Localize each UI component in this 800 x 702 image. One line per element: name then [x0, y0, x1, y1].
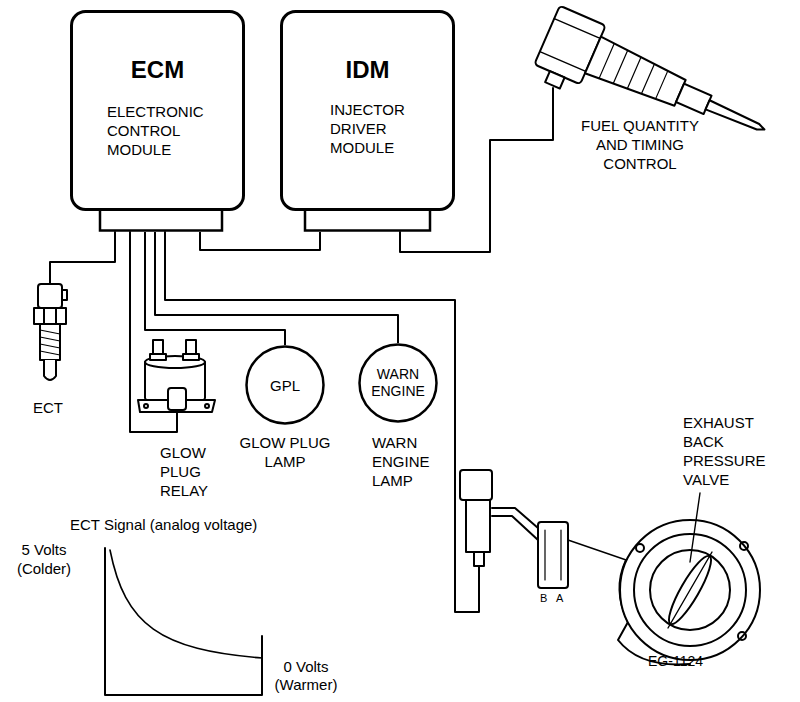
axis-label: 0 Volts (Warmer)	[266, 658, 346, 694]
ebp-solenoid	[165, 232, 632, 612]
wire	[145, 232, 285, 345]
ebp-solenoid	[538, 522, 568, 588]
lamp-text: GPL	[250, 376, 320, 395]
fuel-injector	[400, 6, 777, 252]
part-label: FUEL QUANTITY AND TIMING CONTROL	[570, 116, 710, 173]
part-label: ECT	[33, 398, 63, 417]
exhaust-valve	[740, 542, 748, 550]
fuel-injector	[545, 71, 564, 88]
lamp-label: GLOW PLUG LAMP	[230, 433, 340, 471]
exhaust-valve	[618, 493, 760, 665]
ect-sensor	[34, 308, 66, 324]
ect-sensor	[62, 290, 67, 300]
ect-signal-graph	[105, 548, 262, 695]
lamp-circle	[360, 345, 437, 422]
glow-plug-relay	[205, 404, 209, 408]
lamp-circle: GPLGLOW PLUG LAMP	[245, 345, 325, 425]
ect-sensor	[40, 324, 60, 360]
ect-signal-graph	[110, 550, 262, 658]
wire	[155, 232, 398, 343]
lamp-label: WARN ENGINE LAMP	[372, 433, 444, 490]
module-box	[72, 12, 244, 210]
wire	[200, 232, 320, 250]
glow-plug-relay	[183, 354, 199, 360]
ect-sensor	[40, 330, 60, 355]
graph-title: ECT Signal (analog voltage)	[70, 515, 257, 534]
module-box	[282, 12, 454, 210]
pin-label: B	[540, 592, 547, 605]
lamp-text: WARN ENGINE	[363, 366, 433, 400]
ebp-solenoid	[474, 552, 484, 566]
glow-plug-relay	[153, 340, 163, 355]
glow-plug-relay	[150, 354, 166, 360]
ebp-solenoid	[492, 516, 538, 540]
connector-tab	[100, 208, 222, 231]
pin-label: A	[556, 592, 563, 605]
ect-sensor	[50, 232, 115, 284]
exhaust-valve	[620, 520, 760, 660]
ebp-solenoid	[545, 530, 561, 580]
module-outline	[70, 10, 245, 232]
fuel-injector	[585, 37, 688, 112]
fuel-injector	[540, 52, 586, 72]
ebp-solenoid	[568, 540, 632, 562]
exhaust-valve	[634, 534, 746, 646]
control-module: ECM ELECTRONIC CONTROL MODULE	[70, 10, 245, 232]
exhaust-valve	[668, 552, 712, 628]
glow-plug-relay	[168, 388, 186, 410]
ebp-solenoid	[460, 470, 492, 500]
lamp-circle: WARN ENGINEWARN ENGINE LAMP	[358, 343, 438, 423]
ect-signal-graph	[105, 548, 262, 695]
connector-tab	[305, 208, 430, 231]
lamp-circle	[247, 347, 324, 424]
ebp-solenoid	[165, 232, 479, 612]
fuel-injector	[599, 44, 669, 103]
exhaust-valve	[690, 493, 700, 562]
glow-plug-relay	[130, 232, 215, 432]
glow-plug-relay	[144, 404, 148, 408]
module-label: INJECTOR DRIVER MODULE	[330, 100, 430, 157]
exhaust-valve	[636, 544, 644, 552]
part-label: GLOW PLUG RELAY	[160, 443, 222, 500]
fuel-injector	[554, 19, 600, 39]
ect-sensor	[38, 284, 62, 308]
driver-module: IDM INJECTOR DRIVER MODULE	[280, 10, 455, 232]
module-title: IDM	[280, 56, 455, 84]
fuel-injector	[706, 100, 767, 134]
ect-sensor	[55, 308, 57, 324]
module-title: ECM	[70, 56, 245, 84]
ebp-solenoid	[466, 500, 490, 552]
glow-plug-relay	[186, 340, 196, 355]
exhaust-valve	[738, 632, 746, 640]
figure-number: EG-1124	[648, 652, 703, 670]
ect-sensor	[34, 232, 115, 380]
axis-label: 5 Volts (Colder)	[2, 540, 86, 578]
part-label: EXHAUST BACK PRESSURE VALVE	[683, 413, 773, 489]
exhaust-valve	[663, 552, 718, 629]
ect-sensor	[43, 308, 45, 324]
module-label: ELECTRONIC CONTROL MODULE	[107, 102, 225, 159]
ect-sensor	[44, 360, 56, 380]
